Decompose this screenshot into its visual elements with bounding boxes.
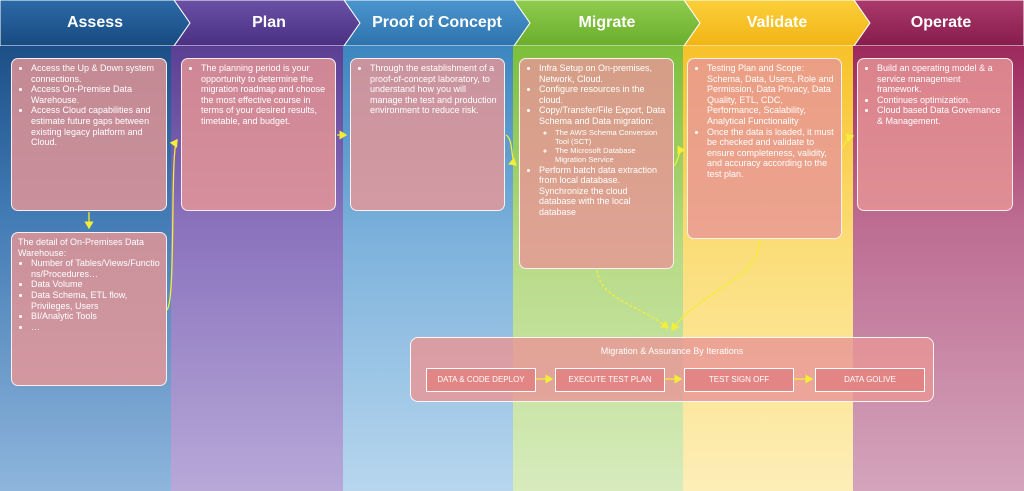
phase-label-plan: Plan (252, 14, 286, 31)
migrate-subitem: The Microsoft Database Migration Service (555, 146, 667, 164)
step-execute-test-plan: EXECUTE TEST PLAN (555, 368, 665, 392)
validate-box: Testing Plan and Scope: Schema, Data, Us… (687, 58, 842, 239)
poc-item: Through the establishment of a proof-of-… (370, 63, 498, 116)
dwh-detail-item: BI/Analytic Tools (31, 311, 160, 322)
iterations-title: Migration & Assurance By Iterations (600, 346, 744, 356)
step-data-golive: DATA GOLIVE (815, 368, 925, 392)
dwh-detail-item: … (31, 322, 160, 333)
validate-item: Testing Plan and Scope: Schema, Data, Us… (707, 63, 835, 127)
assess-box: Access the Up & Down system connections.… (11, 58, 167, 211)
migrate-box: Infra Setup on On-premises, Network, Clo… (519, 58, 674, 269)
dwh-detail-item: Data Schema, ETL flow, Privileges, Users (31, 290, 160, 311)
migrate-item: Configure resources in the cloud. (539, 84, 667, 105)
migrate-item: Perform batch data extraction from local… (539, 165, 667, 218)
phase-label-assess: Assess (66, 14, 124, 31)
migrate-item: Infra Setup on On-premises, Network, Clo… (539, 63, 667, 84)
dwh-detail-item: Data Volume (31, 279, 160, 290)
dwh-detail-box: The detail of On-Premises Data Warehouse… (11, 232, 167, 386)
assess-item: Access On-Premise Data Warehouse. (31, 84, 160, 105)
iterations-panel: Migration & Assurance By Iterations DATA… (410, 337, 934, 402)
dwh-detail-title: The detail of On-Premises Data Warehouse… (18, 237, 145, 258)
dwh-detail-item: Number of Tables/Views/Functions/Procedu… (31, 258, 160, 279)
operate-box: Build an operating model & a service man… (857, 58, 1013, 211)
phase-label-migrate: Migrate (578, 14, 636, 31)
plan-item: The planning period is your opportunity … (201, 63, 329, 127)
operate-item: Build an operating model & a service man… (877, 63, 1006, 95)
migrate-item-text: Copy/Transfer/File Export, Data Schema a… (539, 105, 666, 126)
validate-item: Once the data is loaded, it must be chec… (707, 127, 835, 180)
step-test-sign-off: TEST SIGN OFF (684, 368, 794, 392)
step-data-code-deploy: DATA & CODE DEPLOY (426, 368, 536, 392)
migrate-item: Copy/Transfer/File Export, Data Schema a… (539, 105, 667, 163)
migrate-subitem: The AWS Schema Conversion Tool (SCT) (555, 128, 667, 146)
operate-item: Cloud based Data Governance & Management… (877, 105, 1006, 126)
poc-box: Through the establishment of a proof-of-… (350, 58, 505, 211)
plan-box: The planning period is your opportunity … (181, 58, 336, 211)
assess-item: Access Cloud capabilities and estimate f… (31, 105, 160, 147)
assess-item: Access the Up & Down system connections. (31, 63, 160, 84)
phase-label-poc: Proof of Concept (372, 14, 502, 31)
operate-item: Continues optimization. (877, 95, 1006, 106)
phase-label-operate: Operate (910, 14, 972, 31)
phase-label-validate: Validate (746, 14, 808, 31)
